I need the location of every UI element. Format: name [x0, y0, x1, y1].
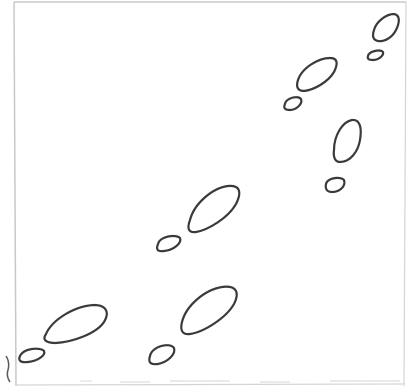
heel-print-icon — [368, 51, 383, 60]
shoe-print-icon — [373, 14, 399, 41]
frame-left — [14, 2, 16, 386]
frame-bottom — [16, 384, 404, 385]
footprint-pair-3 — [157, 186, 239, 251]
heel-print-icon — [149, 345, 174, 364]
shoe-print-icon — [297, 58, 337, 91]
shoe-print-icon — [188, 186, 239, 232]
footprint-pair-1 — [19, 305, 106, 362]
shoe-print-icon — [334, 120, 361, 162]
footprint-pair-6 — [368, 14, 399, 60]
frame-right — [404, 2, 406, 386]
shoe-print-icon — [44, 305, 106, 343]
heel-print-icon — [19, 349, 44, 362]
heel-print-icon — [284, 97, 301, 110]
heel-print-icon — [326, 178, 345, 192]
footprint-pair-5 — [284, 58, 336, 110]
shoe-print-icon — [181, 287, 236, 334]
footprint-pair-2 — [149, 287, 236, 365]
heel-print-icon — [157, 236, 180, 251]
scan-noise — [80, 381, 400, 382]
frame-corner-scribble — [6, 356, 10, 382]
footprint-pair-4 — [326, 120, 361, 192]
